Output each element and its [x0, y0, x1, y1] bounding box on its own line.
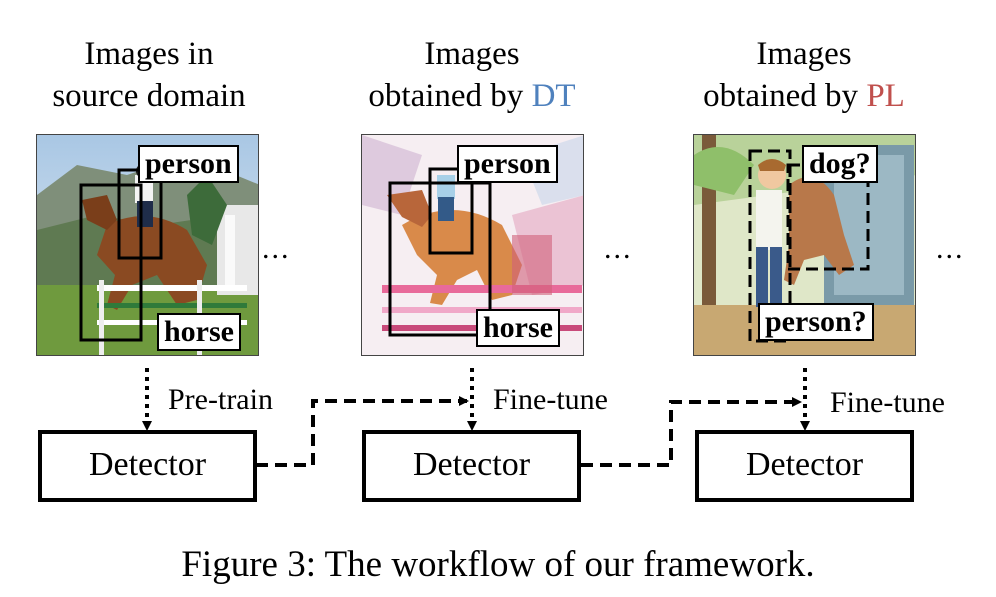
source-domain-image: person horse	[36, 134, 259, 356]
ellipsis: ...	[262, 232, 291, 265]
pl-highlight: PL	[866, 78, 905, 114]
title-line: Images	[756, 36, 852, 72]
title-line: Images	[424, 36, 520, 72]
pl-image: dog? person?	[693, 134, 916, 356]
figure-caption: Figure 3: The workflow of our framework.	[181, 544, 815, 585]
title-prefix: obtained by	[703, 78, 867, 114]
detector1-to-finetune-arrow	[256, 396, 469, 467]
dt-highlight: DT	[531, 78, 576, 114]
detector-dt: Detector	[362, 430, 581, 502]
detector-source: Detector	[38, 430, 257, 502]
title-dt: Images obtained by DT	[322, 33, 622, 117]
title-pl: Images obtained by PL	[654, 33, 954, 117]
box-label-person: person	[138, 145, 239, 183]
title-prefix: obtained by	[368, 78, 532, 114]
box-label-dog: dog?	[802, 145, 878, 183]
ellipsis: ...	[604, 232, 633, 265]
step-finetune-pl: Fine-tune	[830, 386, 945, 419]
box-label-person: person?	[758, 303, 874, 341]
title-line: obtained by PL	[654, 75, 954, 117]
box-label-horse: horse	[157, 313, 241, 351]
title-line: Images in	[84, 36, 214, 72]
box-label-person: person	[457, 145, 558, 183]
detector-pl: Detector	[695, 430, 914, 502]
dt-image: person horse	[361, 134, 584, 356]
box-label-horse: horse	[476, 309, 560, 347]
title-source-domain: Images in source domain	[0, 33, 299, 117]
title-line: source domain	[52, 78, 246, 114]
title-line: obtained by DT	[322, 75, 622, 117]
ellipsis: ...	[936, 232, 965, 265]
step-finetune-dt: Fine-tune	[493, 383, 608, 416]
step-pretrain: Pre-train	[168, 383, 273, 416]
detector2-to-finetune-arrow	[581, 397, 802, 467]
